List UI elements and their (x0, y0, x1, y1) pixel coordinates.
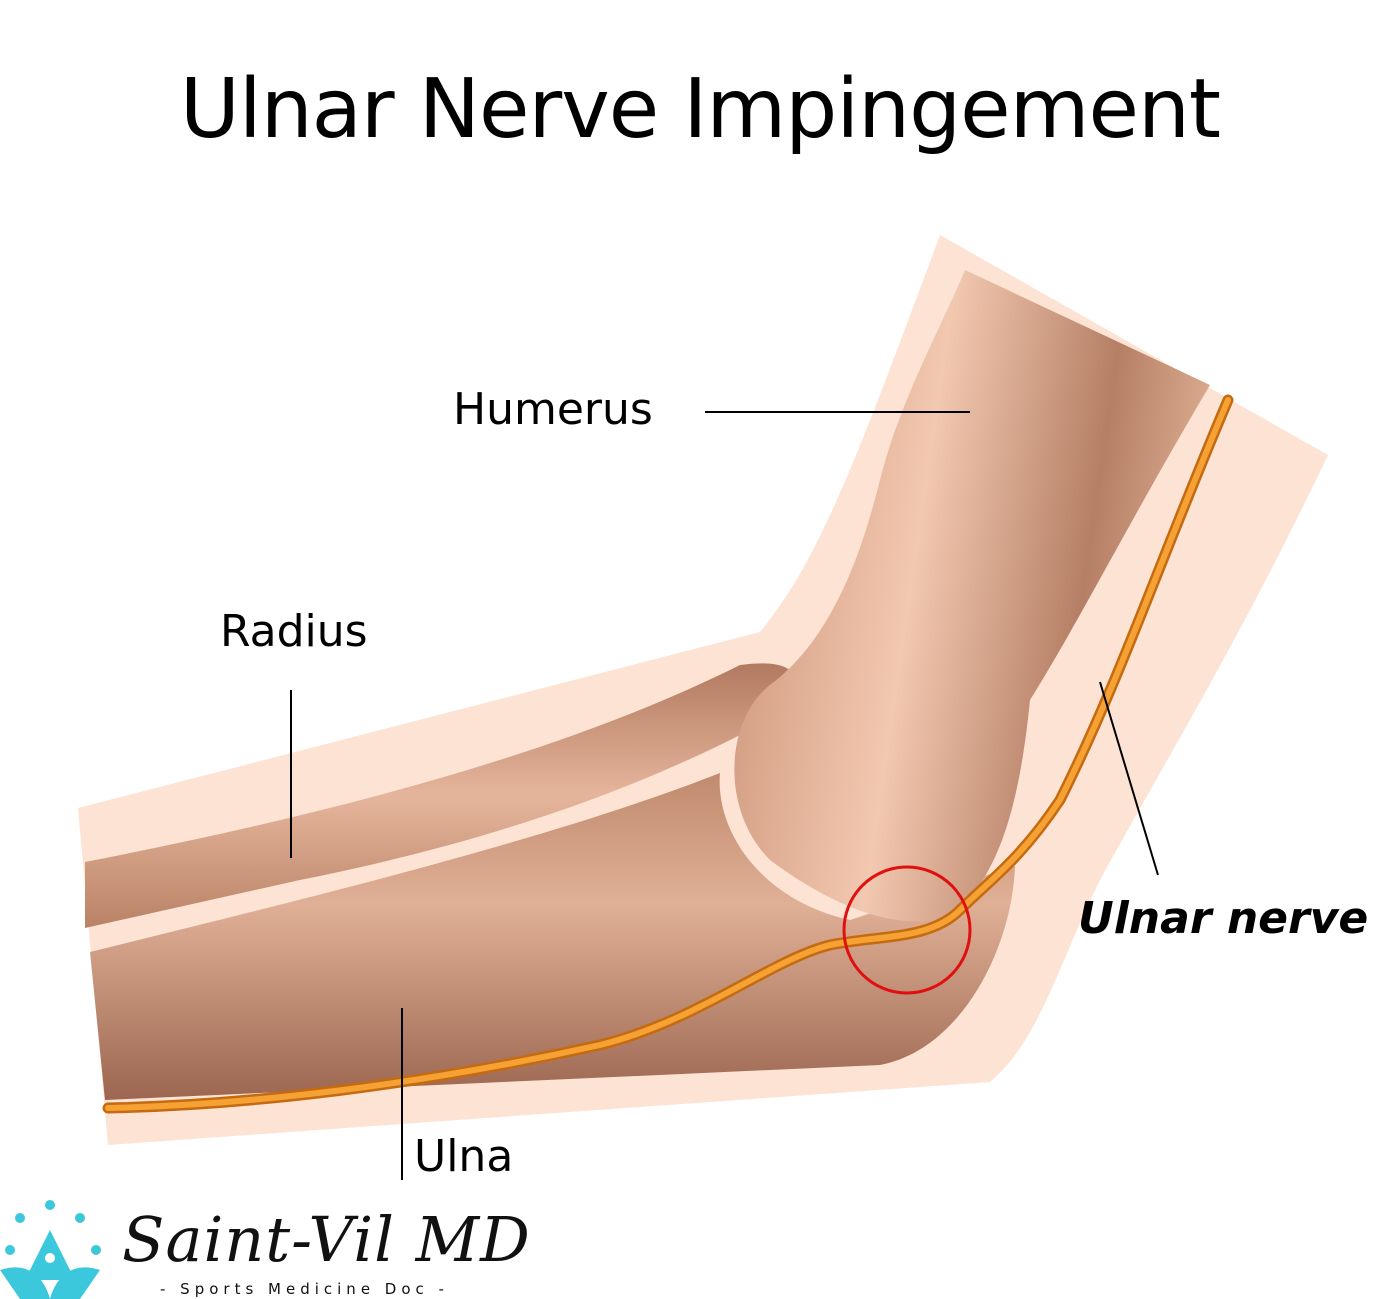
nerve-leader-line (1099, 681, 1159, 876)
logo-icon (0, 1200, 101, 1299)
humerus-bone (734, 270, 1210, 922)
page-title: Ulnar Nerve Impingement (179, 62, 1221, 157)
impingement-circle (842, 865, 972, 995)
logo-tagline: - Sports Medicine Doc - (160, 1280, 449, 1298)
logo-name: Saint-Vil MD (122, 1203, 531, 1276)
label-ulnar-nerve: Ulnar nerve (1078, 893, 1369, 944)
label-radius: Radius (220, 606, 368, 657)
label-ulna: Ulna (414, 1131, 514, 1182)
ulna-bone (90, 773, 1015, 1100)
ulnar-nerve-highlight (105, 397, 1231, 1111)
radius-bone (85, 663, 805, 928)
label-humerus: Humerus (453, 384, 653, 435)
